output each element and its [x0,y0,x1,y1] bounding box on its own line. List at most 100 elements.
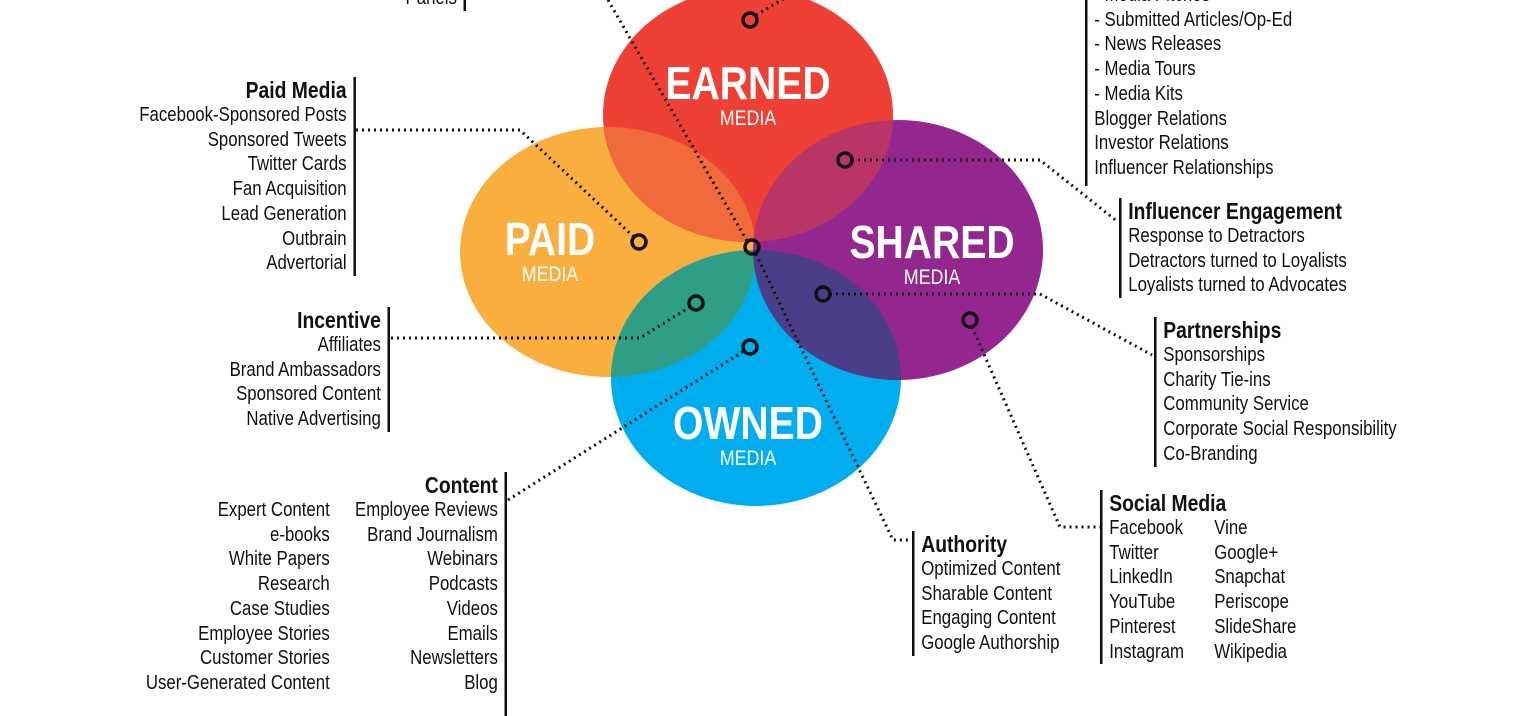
authority-title: Authority [921,531,1008,557]
leader-line-incentive [391,305,691,340]
leader-lines [356,0,1153,542]
panels-block: Panels [405,0,466,11]
list-item: Brand Journalism [367,523,498,546]
earned-list-block: - Media Pitches- Submitted Articles/Op-E… [1085,0,1292,186]
influencer-title: Influencer Engagement [1128,198,1342,224]
list-item: Facebook [1109,517,1184,539]
leader-line-paid [356,128,636,239]
list-item: Lead Generation [221,202,347,225]
ring-content [741,338,759,356]
list-item: Outbrain [282,227,347,250]
list-item: Twitter [1109,541,1159,564]
list-item: Employee Reviews [354,499,498,521]
list-item: - News Releases [1094,33,1222,56]
list-item: Google Authorship [921,632,1060,655]
list-item: - Submitted Articles/Op-Ed [1094,8,1293,31]
list-item: YouTube [1109,591,1176,614]
list-item: Research [257,573,330,596]
list-item: Newsletters [409,647,498,670]
list-item: Sponsored Tweets [207,128,347,151]
content-title: Content [424,472,498,498]
list-item: LinkedIn [1109,566,1173,589]
list-item: SlideShare [1214,615,1297,638]
paid-title: PAID [504,213,596,265]
list-item: Instagram [1109,640,1184,663]
leader-line-influencer [852,158,1119,224]
leader-line-content [507,349,745,502]
owned-subtitle: MEDIA [719,447,777,470]
list-item: Videos [446,597,498,620]
list-item: Employee Stories [198,622,330,645]
paid-media-title: Paid Media [245,77,347,103]
list-item: Sponsorships [1163,344,1266,366]
paid-owned-overlap [611,250,756,377]
list-item: White Papers [228,548,330,571]
list-item: Detractors turned to Loyalists [1128,249,1347,272]
list-item: Optimized Content [921,558,1061,580]
list-item: Blogger Relations [1094,107,1227,130]
earned-subtitle: MEDIA [719,107,777,130]
leader-line-panels [606,0,749,242]
list-item: Engaging Content [921,607,1056,630]
list-item: Vine [1214,517,1248,539]
incentive-title: Incentive [296,307,381,333]
item-list: Panels [405,0,456,11]
paid-subtitle: MEDIA [521,263,579,286]
list-item: Corporate Social Responsibility [1163,418,1397,441]
owned-title: OWNED [673,397,823,449]
list-item: Podcasts [428,573,498,596]
list-item: Emails [447,622,498,645]
ring-influencer [836,151,854,169]
list-item: Influencer Relationships [1094,156,1274,179]
list-item: Expert Content [217,499,330,521]
list-item: User-Generated Content [145,671,330,694]
list-item: Twitter Cards [247,153,347,176]
list-item: Response to Detractors [1128,225,1305,247]
leader-rings [630,11,979,356]
list-item: Blog [464,671,498,694]
list-item: Sharable Content [921,582,1053,605]
list-item: Pinterest [1109,615,1176,638]
leader-line-social [970,326,1100,529]
list-item: - Media Tours [1094,58,1196,81]
list-item: Google+ [1214,541,1279,564]
list-item: Co-Branding [1163,442,1258,465]
list-item: - Media Pitches [1094,0,1292,8]
ring-paid [630,233,648,251]
earned-paid-overlap [603,127,756,242]
list-item: Wikipedia [1214,640,1288,663]
list-item: Webinars [427,548,498,571]
list-item: Advertorial [266,252,347,275]
list-item: Snapchat [1214,566,1286,589]
list-item: Charity Tie-ins [1163,368,1271,391]
list-item: Native Advertising [246,408,381,431]
venn-diagram [356,0,1153,542]
list-item: Investor Relations [1094,132,1229,155]
list-item: Brand Ambassadors [229,358,381,381]
ring-incentive [687,294,705,312]
social-media-title: Social Media [1109,490,1227,516]
earned-shared-overlap [753,120,893,242]
list-item: Periscope [1214,591,1289,614]
list-item: Sponsored Content [235,383,381,406]
ring-partnerships [814,285,832,303]
list-item: Customer Stories [199,647,330,670]
list-item: Fan Acquisition [232,178,347,201]
item-list: - Media Pitches- Submitted Articles/Op-E… [1094,0,1292,181]
